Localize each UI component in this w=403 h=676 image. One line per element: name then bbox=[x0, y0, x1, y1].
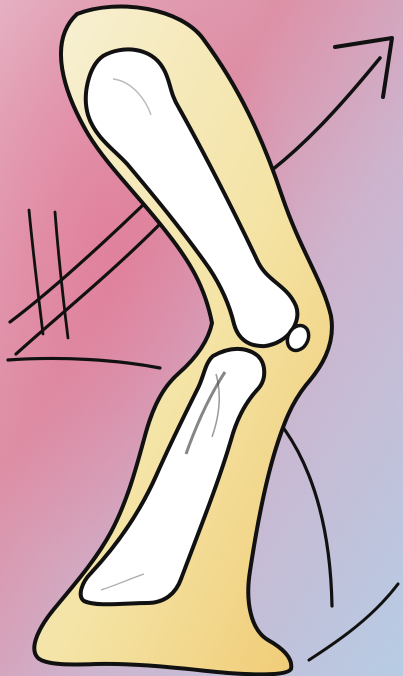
leg-illustration bbox=[0, 0, 403, 676]
leg-skeleton-icon bbox=[0, 0, 403, 676]
